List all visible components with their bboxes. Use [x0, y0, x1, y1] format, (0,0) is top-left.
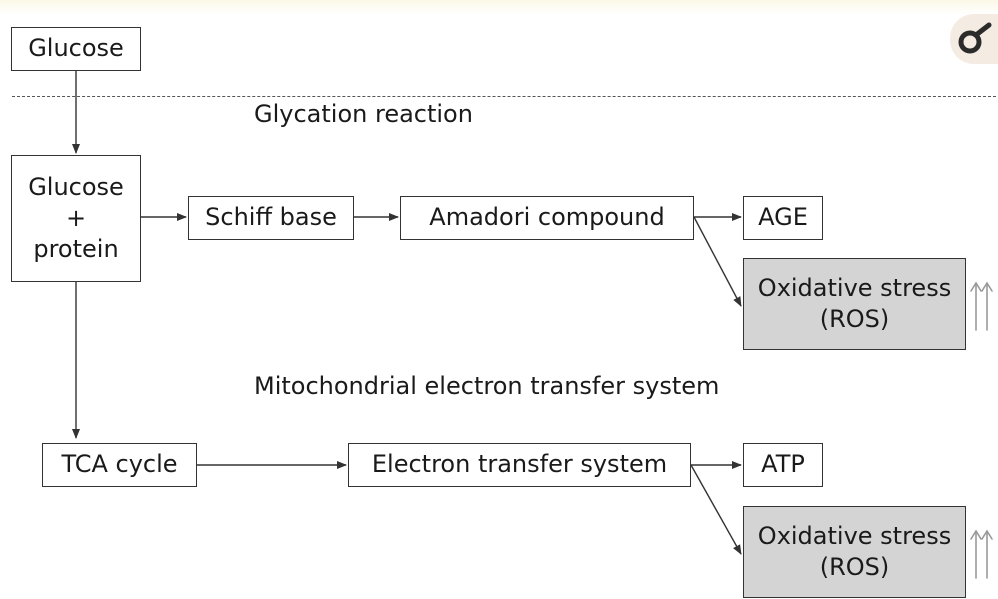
oxidative-stress-box-glycation: Oxidative stress (ROS): [743, 258, 966, 350]
age-box: AGE: [743, 196, 823, 240]
oxidative-stress-line2: (ROS): [819, 305, 890, 333]
logo-icon: [958, 22, 992, 54]
electron-transfer-system-text: Electron transfer system: [371, 450, 668, 479]
glucose-text: Glucose: [28, 34, 124, 63]
top-band: [0, 0, 998, 14]
double-up-arrow-icon: [970, 281, 993, 331]
oxidative-stress-line2: (ROS): [819, 553, 890, 581]
double-up-arrow-icon: [970, 529, 993, 579]
glucose-box: Glucose: [11, 27, 141, 71]
glucose-protein-box: Glucose + protein: [11, 155, 141, 282]
arrow-electron-to-oxidative: [690, 464, 742, 555]
age-text: AGE: [758, 203, 808, 232]
tca-cycle-box: TCA cycle: [42, 443, 197, 487]
corner-logo: [950, 14, 998, 64]
amadori-compound-box: Amadori compound: [400, 196, 694, 240]
tca-cycle-text: TCA cycle: [61, 450, 178, 479]
electron-transfer-system-box: Electron transfer system: [348, 443, 691, 487]
arrow-amadori-to-oxidative: [693, 216, 742, 307]
oxidative-stress-box-mitochondrial: Oxidative stress (ROS): [743, 506, 966, 598]
oxidative-stress-line1: Oxidative stress: [757, 521, 952, 550]
atp-text: ATP: [761, 450, 805, 479]
glucose-protein-line2: +: [65, 203, 87, 232]
glucose-protein-line1: Glucose: [28, 172, 124, 201]
schiff-base-box: Schiff base: [188, 196, 354, 240]
atp-box: ATP: [743, 443, 823, 487]
oxidative-stress-line1: Oxidative stress: [757, 273, 952, 302]
dashed-divider: [12, 96, 996, 97]
amadori-compound-text: Amadori compound: [429, 203, 665, 232]
schiff-base-text: Schiff base: [205, 203, 337, 232]
glycation-reaction-label: Glycation reaction: [254, 100, 473, 128]
glucose-protein-line3: protein: [33, 235, 119, 264]
mitochondrial-label: Mitochondrial electron transfer system: [254, 372, 720, 400]
